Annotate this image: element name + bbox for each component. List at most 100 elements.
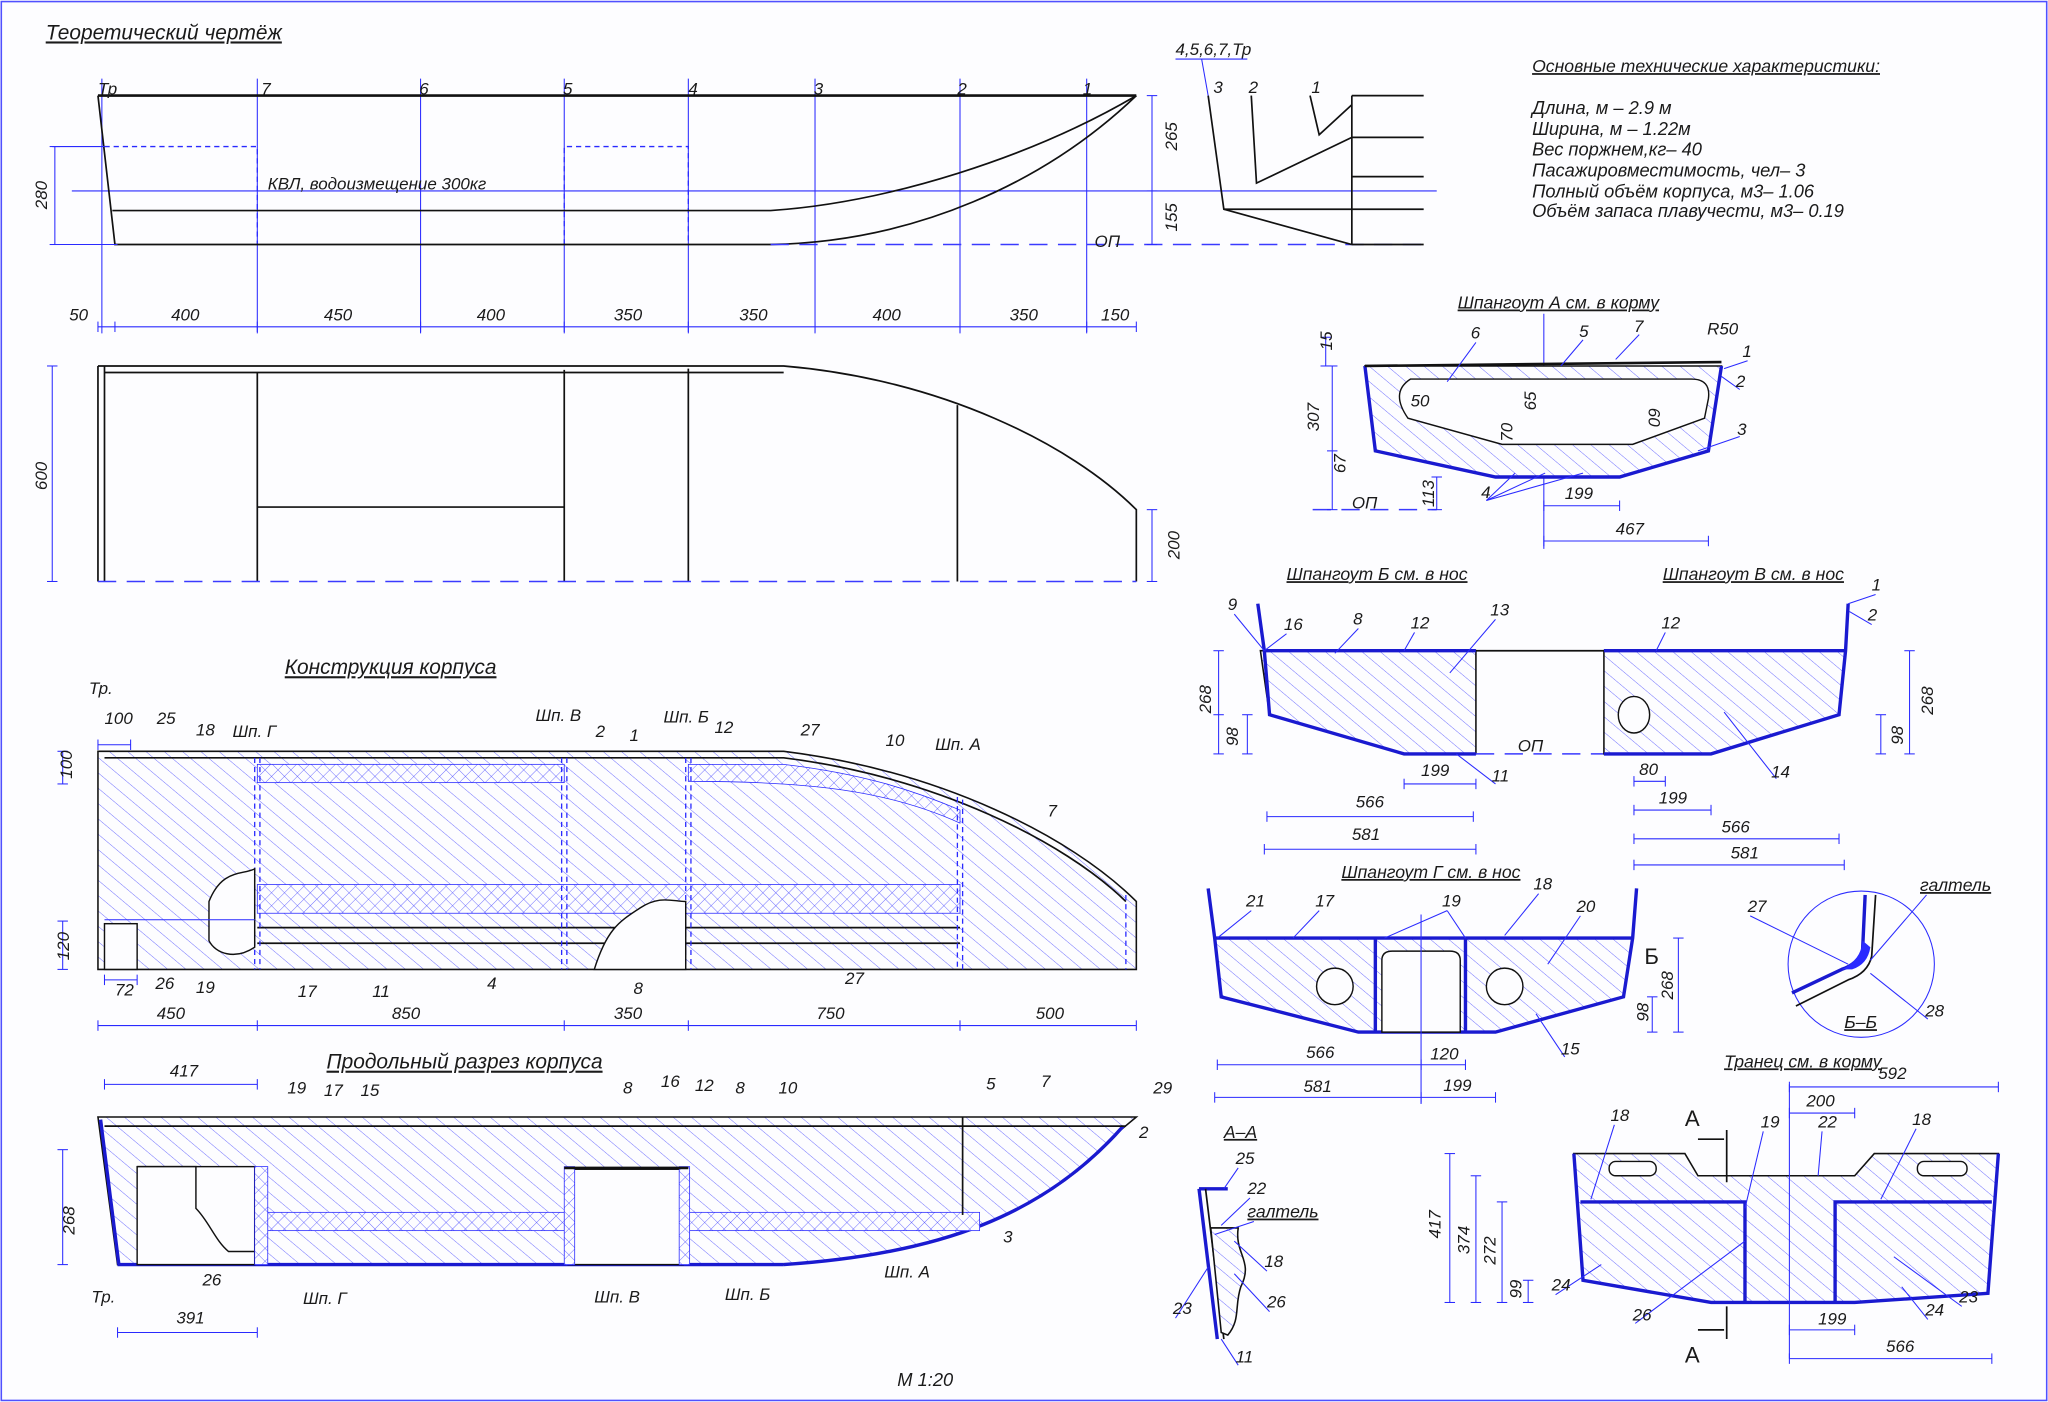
part-number: 17 <box>324 1081 343 1100</box>
section-mark: Б <box>1644 944 1659 969</box>
station-label: 1 <box>1083 79 1092 98</box>
leader-line <box>1547 915 1581 965</box>
transom-label: Тр. <box>91 1287 115 1306</box>
station-label: Тр <box>98 79 117 98</box>
part-number: 4 <box>1481 483 1490 502</box>
dimension-value: 199 <box>1421 761 1450 780</box>
leader-line <box>1555 1264 1602 1296</box>
section-mark: А <box>1685 1343 1700 1368</box>
dimension-value: 155 <box>1162 203 1181 232</box>
spec-item: Пасажировместимость, чел– 3 <box>1532 160 1805 181</box>
section-aa <box>1197 1187 1247 1340</box>
transom-title: Транец см. в корму <box>1724 1051 1883 1071</box>
leader-line <box>1220 1338 1239 1366</box>
part-number: 23 <box>1958 1287 1978 1306</box>
dimension-value: 199 <box>1818 1310 1847 1329</box>
part-number: 14 <box>1771 762 1790 781</box>
leader-line <box>1264 633 1287 652</box>
dimension-value: 150 <box>1101 305 1130 324</box>
part-number: 2 <box>1867 606 1878 625</box>
part-number: 10 <box>886 731 905 750</box>
plan-view <box>97 365 1138 583</box>
part-number: 27 <box>1747 897 1767 916</box>
leader-line <box>1655 632 1666 651</box>
dimension-value: 750 <box>816 1004 845 1023</box>
spec-item: Объём запаса плавучести, м3– 0.19 <box>1532 200 1844 221</box>
part-number: 27 <box>844 969 864 988</box>
part-number: 28 <box>1924 1001 1944 1020</box>
part-number: 2 <box>1735 372 1746 391</box>
leader-line <box>1870 972 1929 1020</box>
dimension-value: 350 <box>614 1004 643 1023</box>
fillet-label: галтель <box>1920 875 1991 895</box>
frame-label: Шп. Б <box>664 708 709 727</box>
spec-item: Вес поржнем,кг– 40 <box>1532 139 1702 160</box>
section-aa-title: А–А <box>1223 1122 1257 1142</box>
leader-line <box>1216 910 1252 939</box>
leader-line <box>1901 1286 1929 1320</box>
leader-line <box>1721 376 1741 390</box>
frame-b-title: Шпангоут Б см. в нос <box>1287 564 1468 584</box>
dimension-value: 50 <box>69 305 88 324</box>
part-number: 18 <box>1264 1252 1283 1271</box>
part-number: 26 <box>1266 1293 1286 1312</box>
part-number: 19 <box>1761 1112 1780 1131</box>
hull-construction-view <box>97 750 1138 971</box>
lines-plan-profile <box>52 78 1437 334</box>
part-number: 25 <box>156 709 176 728</box>
dimension-value: 265 <box>1162 122 1181 152</box>
leader-line <box>1456 753 1496 785</box>
part-number: 9 <box>1228 595 1238 614</box>
part-number: 16 <box>661 1072 680 1091</box>
part-number: 8 <box>633 979 643 998</box>
part-number: 1 <box>1872 576 1881 595</box>
leader-line <box>1849 611 1872 626</box>
dimension-value: 80 <box>1639 760 1658 779</box>
part-number: 17 <box>298 982 317 1001</box>
leader-line <box>1744 1131 1764 1209</box>
dimension-value: 199 <box>1565 484 1594 503</box>
frame-label: Шп. А <box>884 1263 930 1282</box>
part-number: 19 <box>287 1078 306 1097</box>
part-number: 5 <box>1579 322 1589 341</box>
leader-line <box>1504 893 1540 936</box>
part-number: 11 <box>1236 1348 1254 1367</box>
leader-line <box>1560 339 1584 367</box>
dimension-value: 566 <box>1306 1043 1335 1062</box>
part-number: 24 <box>1551 1276 1571 1295</box>
scale-label: М 1:20 <box>897 1369 953 1390</box>
part-number: 18 <box>1610 1106 1629 1125</box>
spec-item: Полный объём корпуса, м3– 1.06 <box>1532 180 1815 201</box>
dimension-value: 67 <box>1330 454 1349 473</box>
part-number: 26 <box>201 1270 221 1289</box>
dimension-value: 417 <box>170 1062 199 1081</box>
leader-line <box>1615 334 1640 360</box>
part-number: 12 <box>714 718 733 737</box>
dimension-value: 581 <box>1304 1077 1332 1096</box>
dimension-value: 199 <box>1443 1076 1472 1095</box>
part-number: 13 <box>1490 600 1509 619</box>
frame-label: Шп. Г <box>303 1289 348 1308</box>
dimension-value: 65 <box>1521 391 1540 410</box>
dimension-value: 120 <box>1430 1045 1459 1064</box>
part-number: 15 <box>360 1081 379 1100</box>
longitudinal-section-view <box>97 1116 1139 1267</box>
part-number: 7 <box>1634 317 1644 336</box>
leader-line <box>1233 1273 1270 1312</box>
leader-line <box>1403 632 1415 651</box>
baseline-label: ОП <box>1095 232 1121 251</box>
spec-item: Длина, м – 2.9 м <box>1530 97 1672 118</box>
dimension-value: 200 <box>1164 530 1183 560</box>
part-number: 27 <box>800 721 820 740</box>
dimension-value: 98 <box>1223 727 1242 746</box>
frame-v-title: Шпангоут В см. в нос <box>1663 564 1844 584</box>
part-number: 18 <box>196 721 215 740</box>
leader-line <box>1449 619 1496 674</box>
station-label: 4,5,6,7,Тр <box>1176 40 1252 59</box>
leader-line <box>1535 1013 1566 1058</box>
leader-line <box>1233 1240 1268 1272</box>
dimension-value: 374 <box>1454 1226 1473 1254</box>
dimension-value: 307 <box>1304 402 1323 431</box>
part-number: 18 <box>1912 1110 1931 1129</box>
baseline-label: ОП <box>1352 493 1378 512</box>
